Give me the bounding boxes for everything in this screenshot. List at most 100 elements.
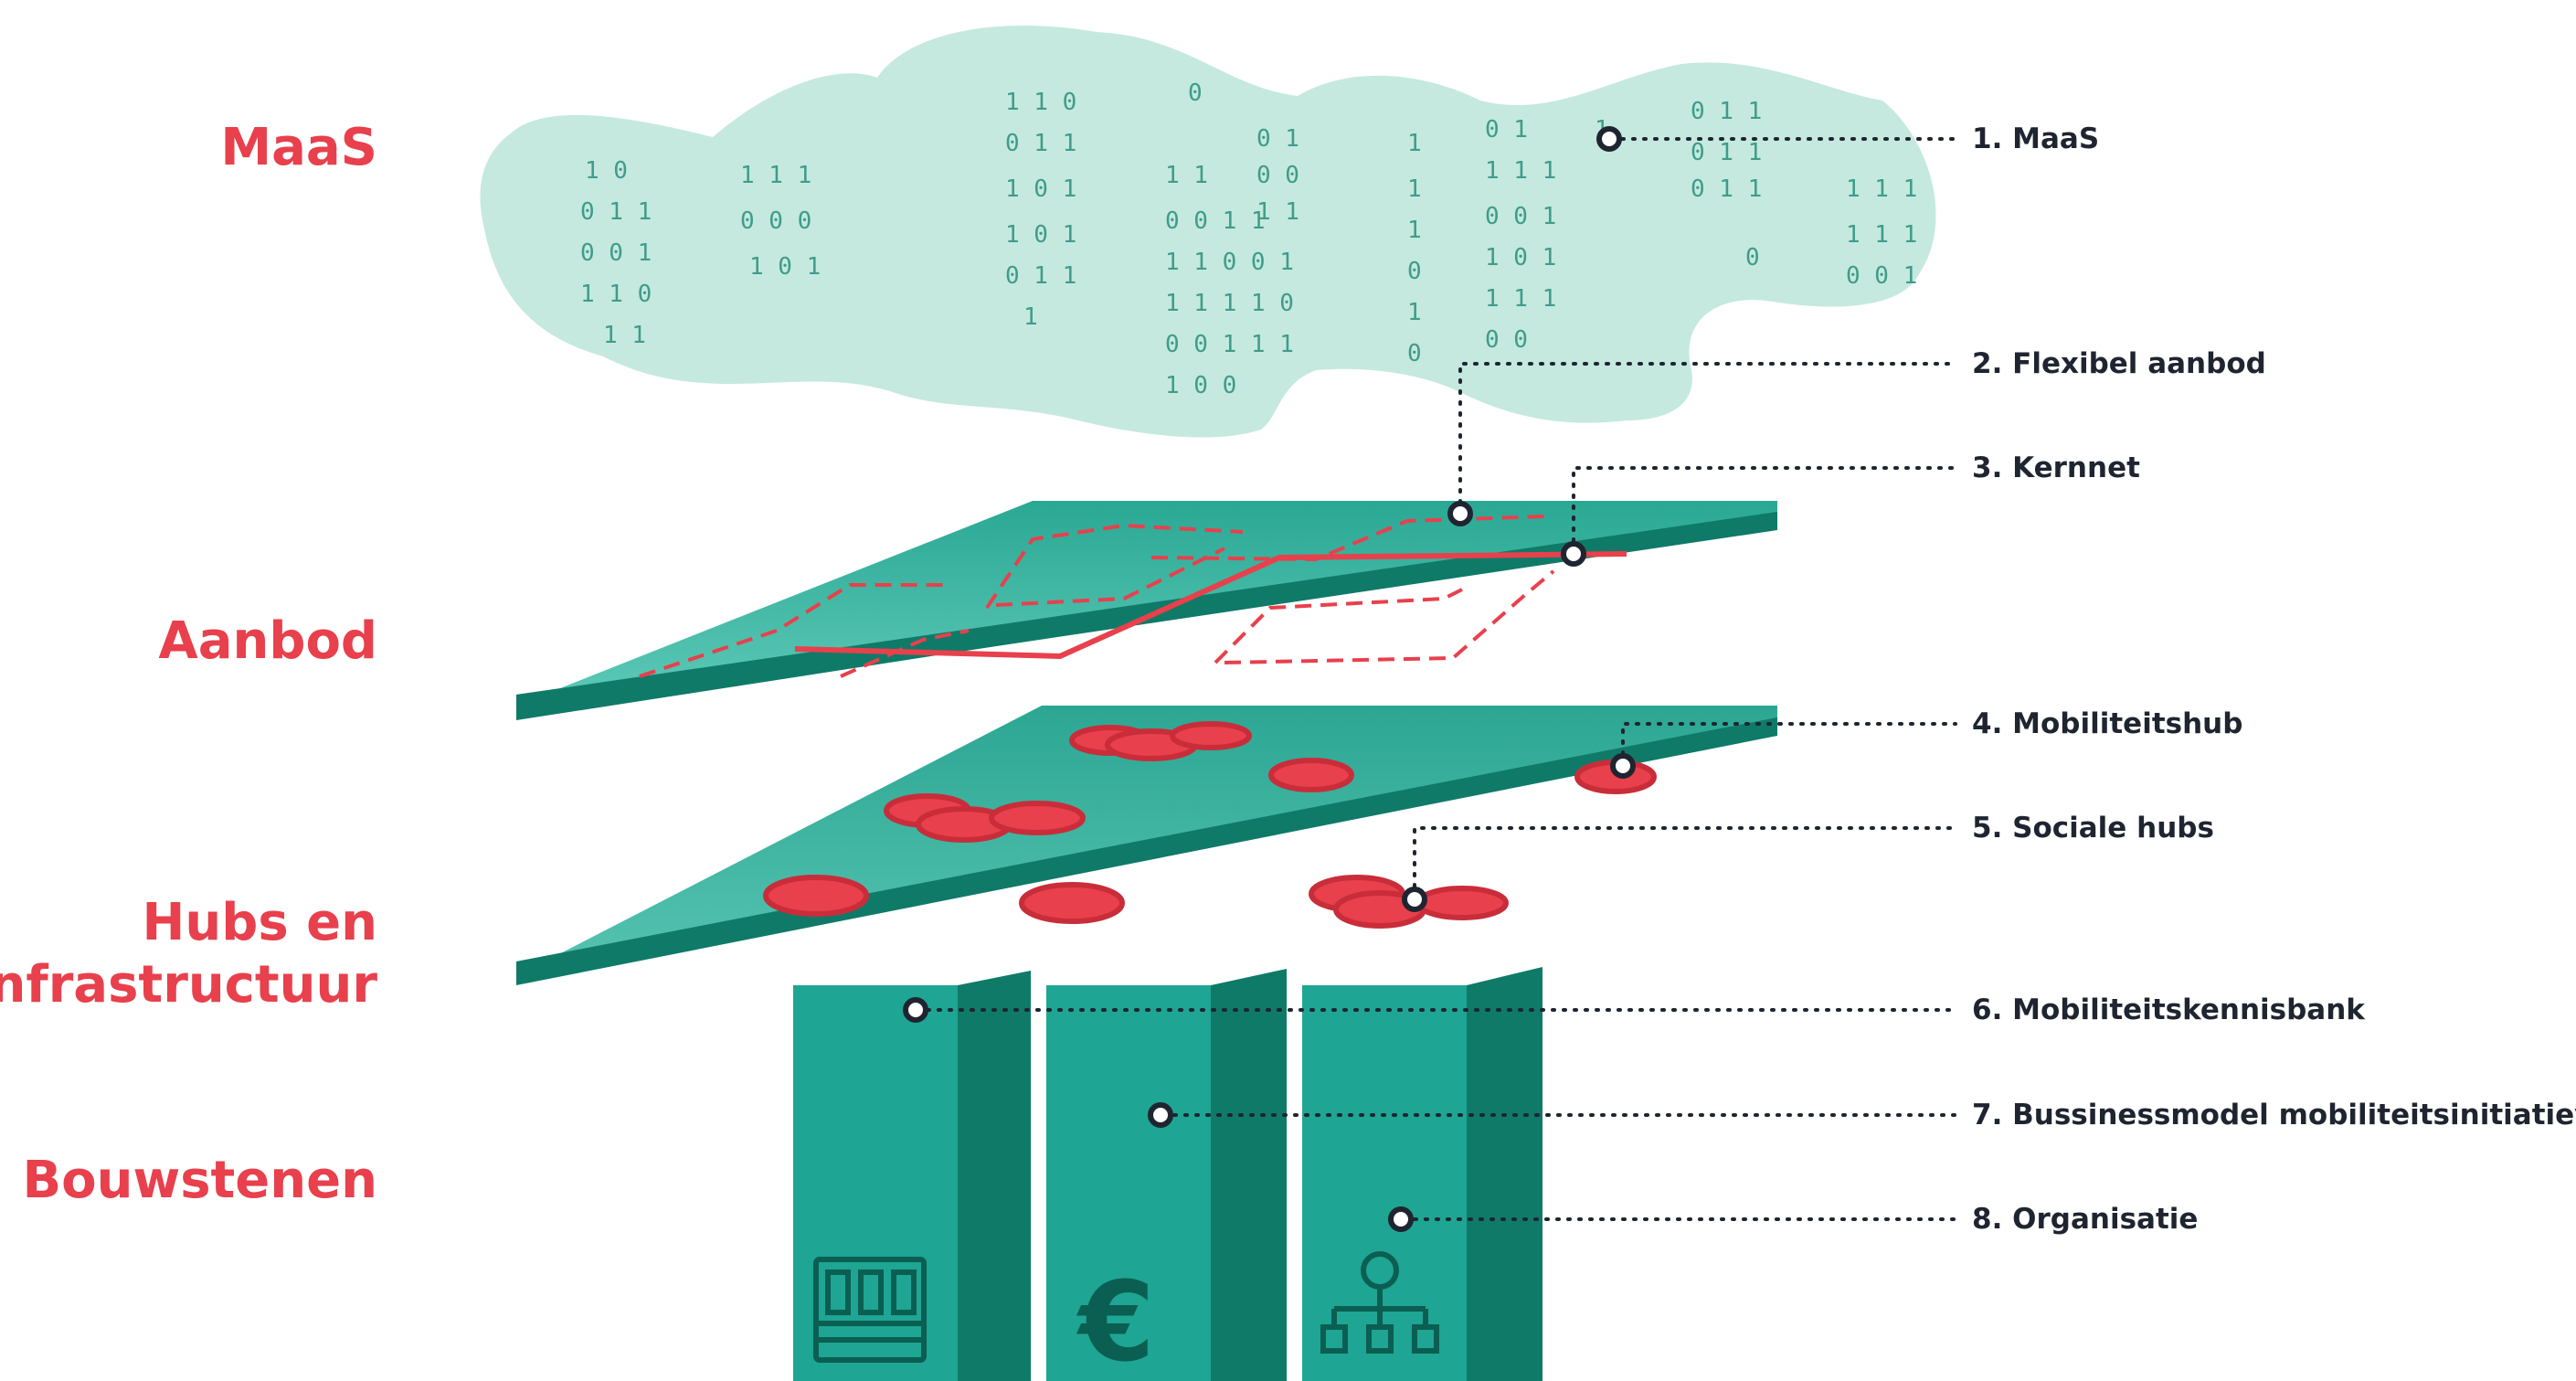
callout-sociale-hubs: 5. Sociale hubs [1972,812,2214,845]
cloud-binary-digits: 1 00 1 10 0 11 1 01 11 1 10 0 01 0 11 1 … [580,80,1917,399]
binary-digits: 1 1 1 [1846,221,1917,249]
hubs-plate [516,706,1777,985]
marker-8 [1388,1206,1414,1232]
route-dashed-7 [1224,569,1555,664]
binary-digits: 1 0 1 [749,253,821,281]
hub-markers [763,721,1657,929]
marker-6 [903,997,928,1023]
marker-1 [1596,126,1622,152]
binary-digits: 1 0 0 [1165,372,1236,399]
layer-label-hubs-line-2: infrastructuur [0,955,377,1015]
binary-digits: 0 1 [1485,116,1528,143]
binary-digits: 1 [1023,303,1038,331]
marker-3 [1561,541,1586,567]
binary-digits: 0 [1745,244,1760,271]
binary-digits: 1 1 0 0 1 [1165,249,1294,276]
hub-disc [989,801,1086,835]
hubs-plate-front [516,717,1777,985]
callout-kernnet: 3. Kernnet [1972,451,2140,484]
callout-flexibel-aanbod: 2. Flexibel aanbod [1972,347,2266,380]
hub-cluster-top [1069,721,1252,761]
binary-digits: 1 [1407,299,1422,326]
hub-disc-large [763,875,869,917]
route-dashed-2 [840,629,970,678]
binary-digits: 1 1 1 [740,162,811,189]
binary-digits: 1 1 1 1 0 [1165,290,1294,317]
binary-digits: 0 0 [1256,162,1299,189]
euro-icon: € [1076,1259,1155,1381]
marker-7 [1148,1102,1173,1128]
binary-digits: 0 0 1 1 [1165,207,1266,235]
pillar-businessmodel: € [1046,969,1287,1381]
marker-5 [1402,887,1427,912]
binary-digits: 1 0 1 [1485,244,1556,271]
binary-digits: 0 1 1 [580,198,652,226]
callout-markers [903,126,1636,1232]
binary-digits: 0 0 1 [1846,262,1917,290]
binary-digits: 0 [1188,80,1203,107]
layer-label-maas: MaaS [220,118,377,177]
binary-digits: 1 0 [585,157,628,185]
leader-3 [1572,466,1957,554]
pillar-side [1211,969,1287,1381]
layer-label-hubs-line-1: Hubs en [142,893,378,952]
binary-digits: 1 1 0 [580,281,652,308]
callout-mobiliteitshub: 4. Mobiliteitshub [1972,707,2243,740]
hub-disc [1170,721,1252,750]
binary-digits: 1 1 [1165,162,1208,189]
pillar-kennisbank [793,971,1031,1381]
binary-digits: 1 1 1 [1485,285,1556,313]
binary-digits: 0 1 1 [1691,139,1762,166]
binary-digits: 1 0 1 [1005,221,1076,249]
callout-mobiliteitskennisbank: 6. Mobiliteitskennisbank [1972,993,2365,1026]
flexibel-aanbod-routes [639,515,1627,678]
binary-digits: 0 0 [1485,326,1528,354]
route-dashed-1 [639,583,950,678]
binary-digits: 1 1 1 [1846,175,1917,203]
callout-leaders [926,137,1957,1221]
binary-digits: 0 1 1 [1005,130,1076,157]
bouwstenen-pillars: € [793,967,1542,1381]
route-dashed-4 [995,547,1225,607]
route-kernnet [794,551,1627,660]
hub-disc-large [1019,882,1125,924]
marker-2 [1447,501,1473,526]
layer-label-aanbod: Aanbod [158,611,377,671]
binary-digits: 0 [1407,340,1422,367]
marker-4 [1610,753,1636,779]
maas-cloud: 1 00 1 10 0 11 1 01 11 1 10 0 01 0 11 1 … [480,26,1936,438]
binary-digits: 0 1 1 [1691,98,1762,125]
layer-label-hubs: Hubs en infrastructuur [0,892,377,1016]
pillar-side [958,971,1031,1381]
binary-digits: 1 [1407,130,1422,157]
binary-digits: 0 0 1 [1485,203,1556,230]
callout-organisatie: 8. Organisatie [1972,1203,2199,1236]
route-dashed-6 [1214,588,1463,664]
binary-digits: 1 0 1 [1005,175,1076,203]
binary-digits: 0 0 1 [580,239,652,267]
hub-cluster-mid [884,793,1086,843]
org-chart-icon [1320,1251,1439,1354]
binary-digits: 1 1 [1256,198,1299,226]
binary-digits: 1 [1407,175,1422,203]
binary-digits: 0 0 1 1 1 [1165,331,1294,358]
callout-businessmodel: 7. Bussinessmodel mobiliteitsinitiatieve… [1972,1099,2576,1131]
pillar-front [1046,985,1211,1381]
pillar-organisatie [1302,967,1542,1381]
binary-digits: 1 1 [603,322,646,349]
hub-disc [1415,886,1509,920]
binary-digits: 1 1 0 [1005,89,1076,116]
callout-maas: 1. MaaS [1972,122,2100,155]
route-dashed-3 [985,523,1244,610]
binary-digits: 0 1 1 [1005,262,1076,290]
aanbod-plate [516,501,1777,720]
binary-digits: 1 [1407,217,1422,244]
pillar-side [1467,967,1542,1381]
route-dashed-5 [1150,515,1545,562]
layer-label-bouwstenen: Bouwstenen [22,1151,377,1210]
binary-digits: 0 1 [1256,125,1299,153]
cloud-shape [480,26,1936,438]
leader-5 [1413,826,1957,899]
binary-digits: 0 [1407,258,1422,285]
